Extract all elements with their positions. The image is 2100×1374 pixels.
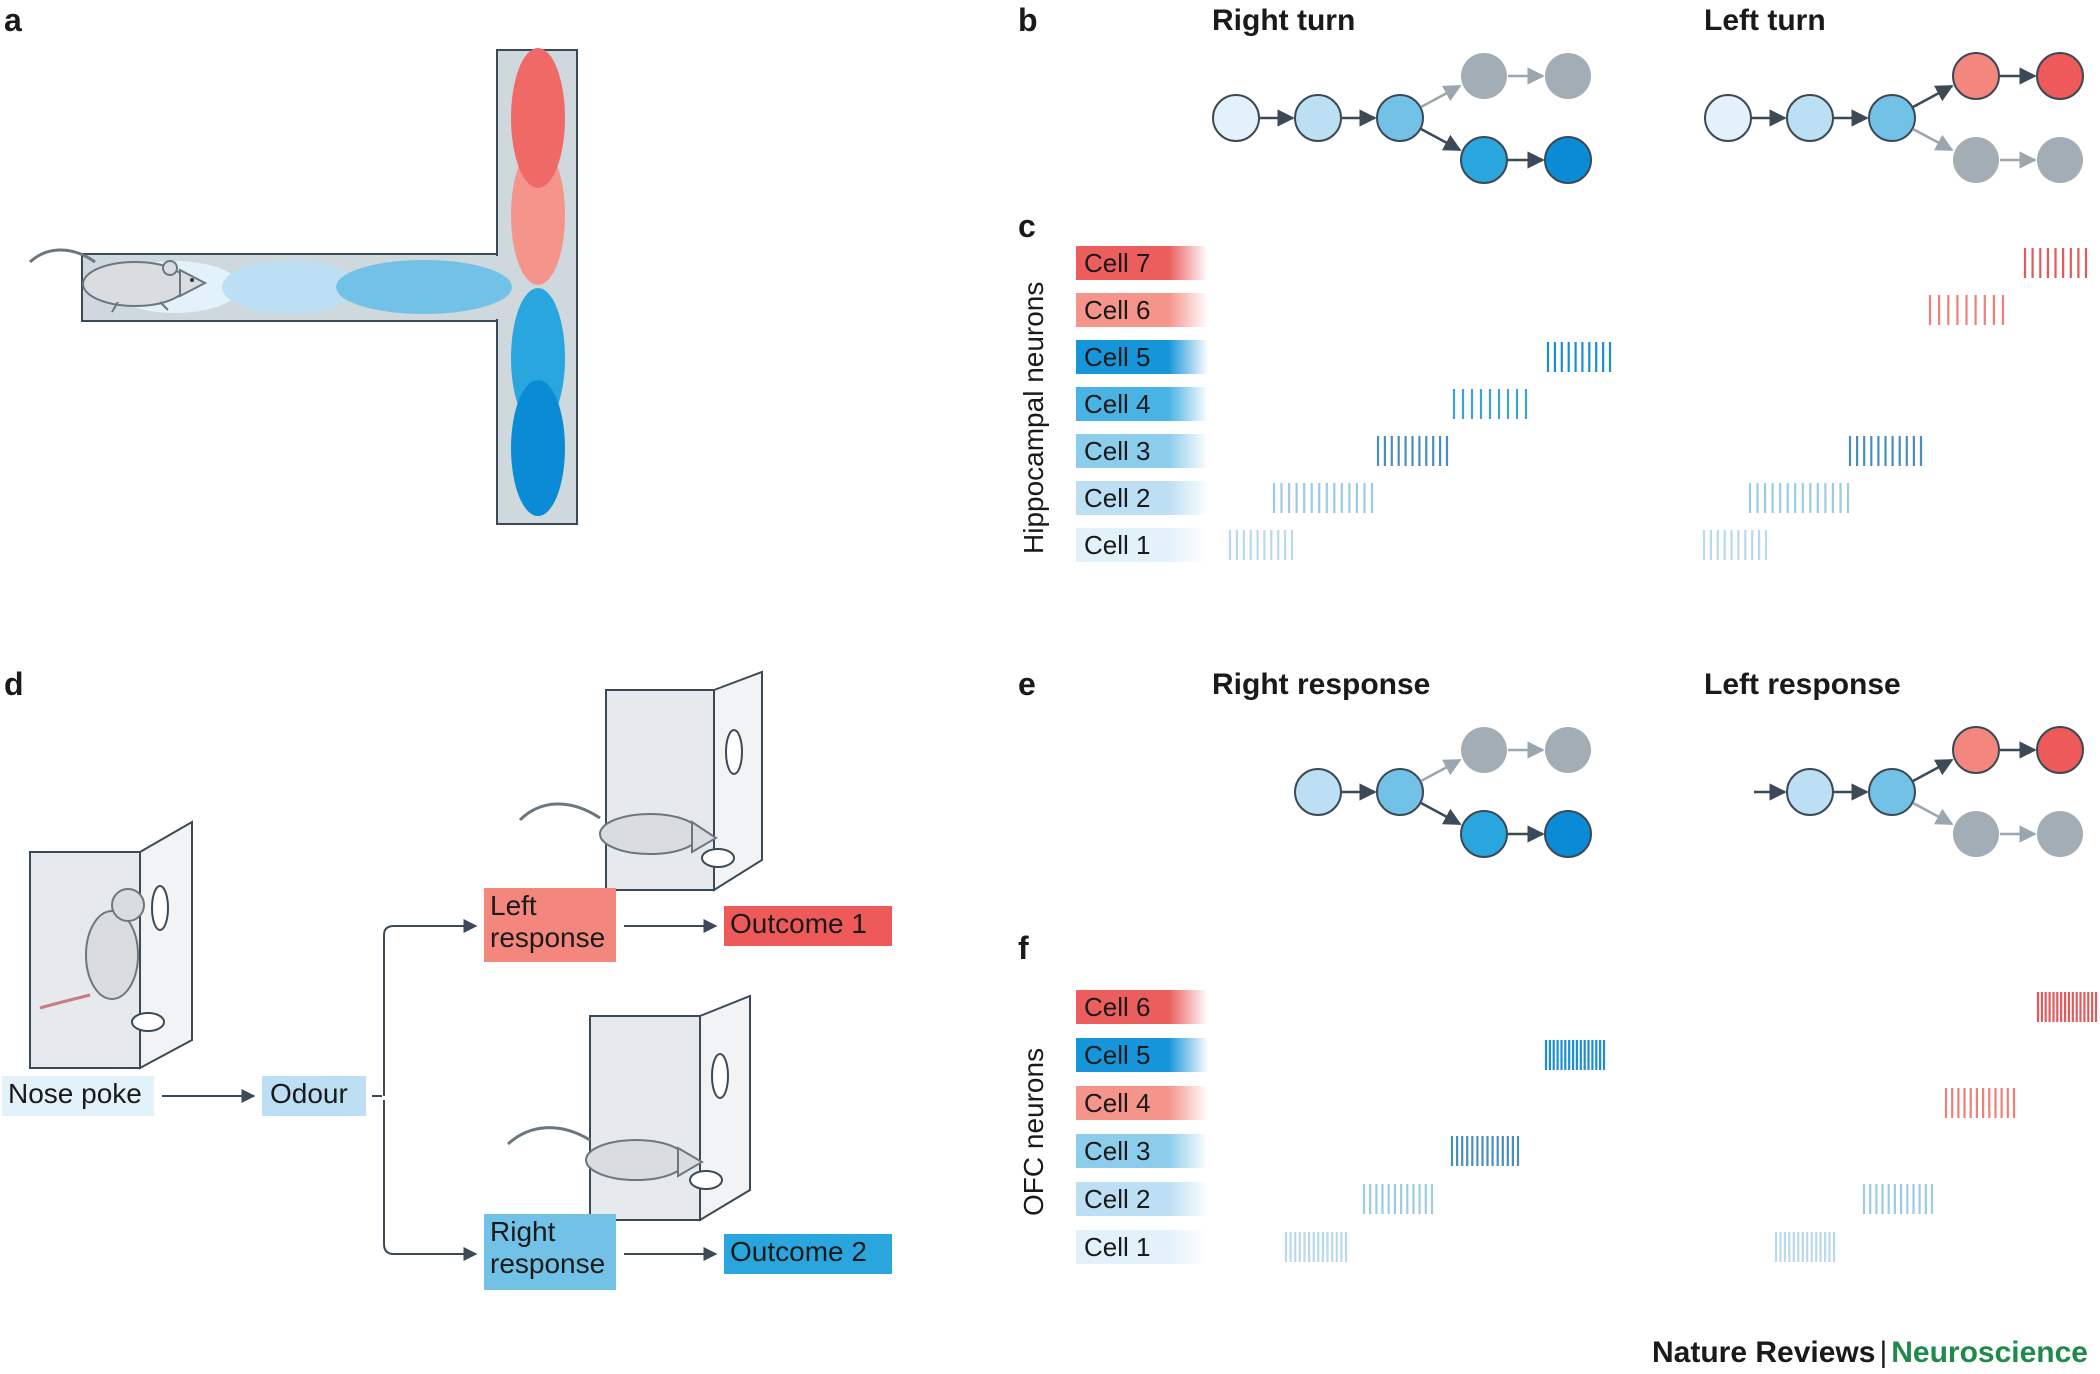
odour-label: Odour — [270, 1078, 348, 1109]
node — [1545, 727, 1591, 773]
node — [1545, 53, 1591, 99]
right-response-box — [484, 1214, 616, 1290]
title-right-response: Right response — [1212, 668, 1431, 701]
node — [1544, 810, 1592, 858]
node — [2036, 726, 2084, 774]
rat-icon — [506, 1126, 704, 1181]
ofc-cell-label: Cell 5 — [1084, 1040, 1151, 1070]
odour-box — [262, 1076, 366, 1116]
sequence-left-response — [1754, 726, 2084, 857]
journal-name: Nature Reviews — [1652, 1336, 1876, 1369]
hippocampal-cell-label: Cell 3 — [1084, 436, 1151, 466]
node — [1786, 94, 1834, 142]
hippocampal-neurons-axis-label: Hippocampal neurons — [1018, 281, 1049, 554]
hippocampal-spike-rasters — [1228, 248, 2088, 560]
panel-label-d: d — [4, 666, 24, 702]
panel-label-a: a — [4, 2, 22, 38]
nose-poke-label: Nose poke — [8, 1078, 142, 1109]
node — [2036, 52, 2084, 100]
node — [1294, 768, 1342, 816]
left-response-label: Left response — [490, 890, 606, 953]
t-maze — [28, 48, 578, 525]
node — [1544, 136, 1592, 184]
place-field-4 — [511, 145, 565, 285]
left-response-box — [484, 888, 616, 962]
sequence-right-response — [1294, 727, 1592, 858]
hippocampal-cell-label: Cell 7 — [1084, 248, 1151, 278]
outcome-2-label: Outcome 2 — [730, 1236, 867, 1267]
node — [1868, 768, 1916, 816]
node — [1460, 810, 1508, 858]
hippocampal-cell-label: Cell 5 — [1084, 342, 1151, 372]
ofc-cell-label: Cell 1 — [1084, 1232, 1151, 1262]
journal-subject: Neuroscience — [1891, 1336, 2088, 1369]
ofc-cell-label: Cell 3 — [1084, 1136, 1151, 1166]
behaviour-chamber-left — [518, 670, 763, 892]
node — [1461, 727, 1507, 773]
rat-icon — [518, 802, 718, 855]
right-response-label: Right response — [490, 1216, 606, 1279]
hippocampal-cell-label-bars — [1076, 246, 1208, 562]
outcome-2-box — [724, 1234, 892, 1274]
sequence-left-turn — [1704, 52, 2084, 183]
outcome-1-label: Outcome 1 — [730, 908, 867, 939]
hippocampal-cell-label: Cell 2 — [1084, 483, 1151, 513]
rat-icon — [39, 888, 145, 1010]
node — [1868, 94, 1916, 142]
nose-poke-box — [2, 1076, 154, 1116]
hippocampal-cell-label: Cell 1 — [1084, 530, 1151, 560]
ofc-spike-rasters — [1284, 992, 2098, 1262]
node — [1953, 811, 1999, 857]
ofc-cell-label: Cell 2 — [1084, 1184, 1151, 1214]
node — [2037, 811, 2083, 857]
outcome-1-box — [724, 906, 892, 946]
node — [1461, 53, 1507, 99]
panel-label-f: f — [1018, 930, 1029, 966]
place-field-7 — [511, 380, 565, 516]
ofc-cell-label: Cell 4 — [1084, 1088, 1151, 1118]
ofc-cell-label-bars — [1076, 990, 1208, 1264]
hippocampal-cell-label: Cell 4 — [1084, 389, 1151, 419]
title-left-response: Left response — [1704, 668, 1901, 701]
panel-label-b: b — [1018, 2, 1038, 38]
behaviour-chamber-right — [506, 994, 751, 1222]
node — [1294, 94, 1342, 142]
journal-credit: Nature Reviews|Neuroscience — [1652, 1338, 2088, 1368]
node — [1786, 768, 1834, 816]
flow-arrows — [162, 926, 718, 1261]
panel-label-c: c — [1018, 208, 1036, 244]
title-right-turn: Right turn — [1212, 4, 1356, 37]
place-field-3 — [336, 260, 512, 314]
hippocampal-cell-label: Cell 6 — [1084, 295, 1151, 325]
node — [1460, 136, 1508, 184]
node — [2037, 137, 2083, 183]
behaviour-chamber-nose-poke — [29, 820, 193, 1070]
ofc-cell-label: Cell 6 — [1084, 992, 1151, 1022]
ofc-neurons-axis-label: OFC neurons — [1018, 1047, 1049, 1216]
node — [1212, 94, 1260, 142]
node — [1376, 768, 1424, 816]
title-left-turn: Left turn — [1704, 4, 1826, 37]
node — [1952, 52, 2000, 100]
sequence-right-turn — [1212, 53, 1592, 184]
node — [1376, 94, 1424, 142]
credit-separator: | — [1879, 1336, 1888, 1369]
place-field-5 — [511, 48, 565, 188]
place-field-2 — [222, 260, 358, 314]
node — [1704, 94, 1752, 142]
node — [1952, 726, 2000, 774]
rat-icon — [28, 248, 208, 313]
node — [1953, 137, 1999, 183]
panel-label-e: e — [1018, 666, 1036, 702]
